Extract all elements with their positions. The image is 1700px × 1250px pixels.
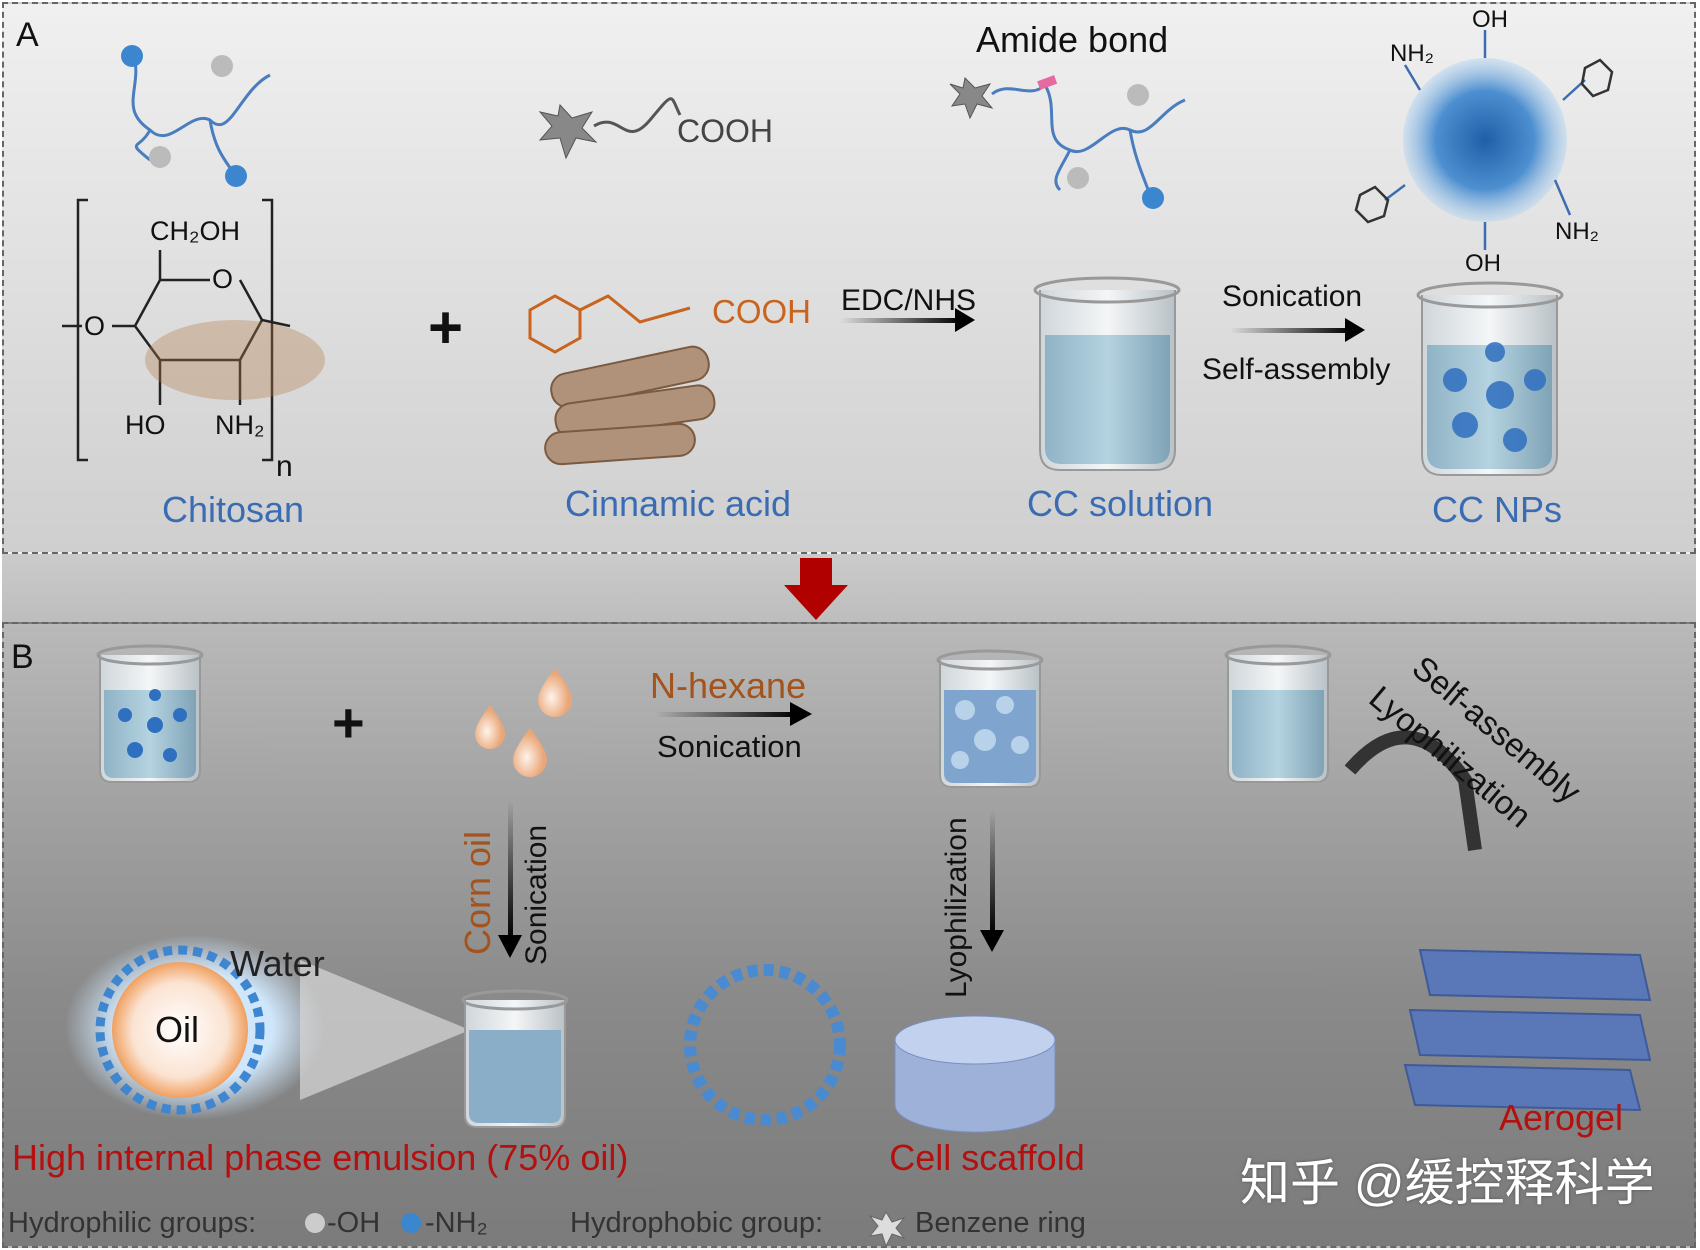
cooh-label: COOH: [677, 113, 773, 149]
legend-nh2-sphere-icon: [401, 1213, 421, 1233]
arrow-lyophilization-icon: [990, 810, 995, 935]
scaffold-pore-ring-icon: [684, 964, 846, 1126]
self-assembly-label: Self-assembly: [1202, 353, 1391, 386]
sonication-label: Sonication: [1222, 280, 1363, 313]
ring-o-label: O: [212, 264, 234, 294]
amide-bond-label: Amide bond: [976, 19, 1169, 60]
legend-hydrophilic-label: Hydrophilic groups:: [8, 1207, 257, 1239]
sonication-horizontal-label: Sonication: [657, 729, 802, 764]
cell-scaffold-label: Cell scaffold: [889, 1137, 1085, 1178]
panel-a-letter: A: [16, 16, 39, 54]
arrow-sonication-head-icon: [1345, 318, 1365, 342]
beaker-hexane-icon: [936, 649, 1044, 788]
cinnamic-acid-structure-icon: [528, 294, 716, 466]
oil-label: Oil: [155, 1009, 199, 1050]
chitosan-chain-icon: [121, 45, 271, 187]
cooh-orange-label: COOH: [712, 293, 811, 330]
panel-a: [2, 2, 1696, 554]
n-hexane-label: N-hexane: [650, 665, 807, 706]
oh-top-label: OH: [1472, 6, 1508, 33]
cc-solution-label: CC solution: [1026, 483, 1214, 524]
nh2-label: NH₂: [215, 410, 265, 440]
lyophilization-vertical-label: Lyophilization: [940, 817, 973, 998]
cell-scaffold-icon: [894, 1015, 1056, 1133]
nh2-right-label: NH₂: [1555, 218, 1599, 245]
legend-nh2-label: -NH₂: [425, 1207, 488, 1239]
arrow-sonication-icon: [1230, 328, 1350, 333]
chitosan-label: Chitosan: [161, 489, 305, 530]
arrow-edc-nhs-head-icon: [955, 308, 975, 332]
panel-gap: [2, 554, 1696, 622]
sonication-vertical-label: Sonication: [520, 824, 553, 965]
plus-sign-a: +: [428, 294, 464, 361]
nanoparticle-icon: [1354, 30, 1614, 250]
watermark: 知乎 @缓控释科学: [1240, 1155, 1655, 1211]
legend-benzene-label: Benzene ring: [915, 1207, 1086, 1239]
oil-droplets-icon: [475, 668, 572, 777]
chitosan-structure-icon: [62, 198, 325, 462]
ch2oh-label: CH₂OH: [150, 216, 240, 246]
emulsion-droplet-icon: [65, 935, 470, 1120]
repeat-n-label: n: [276, 450, 293, 483]
water-label: Water: [230, 943, 325, 984]
cc-nps-label: CC NPs: [1431, 489, 1563, 530]
legend-oh-label: -OH: [327, 1207, 381, 1239]
corn-oil-label: Corn oil: [457, 830, 498, 955]
arrow-n-hexane-icon: [655, 712, 795, 717]
beaker-cc-solution-small-icon: [1224, 644, 1332, 783]
beaker-cc-nps-small-icon: [96, 644, 204, 783]
beaker-cc-solution-icon: [1033, 276, 1181, 471]
legend-oh-sphere-icon: [305, 1213, 325, 1233]
arrow-n-hexane-head-icon: [790, 702, 812, 726]
plus-sign-b: +: [332, 691, 365, 754]
aerogel-icon: [1403, 948, 1652, 1112]
beaker-cc-nps-icon: [1416, 281, 1564, 476]
nh2-top-label: NH₂: [1390, 40, 1434, 67]
curved-arrow-icon: [1344, 730, 1482, 851]
panel-b-letter: B: [11, 638, 34, 676]
legend-benzene-star-icon: [868, 1210, 906, 1248]
beaker-emulsion-icon: [461, 989, 569, 1128]
chain-o-label: O: [84, 311, 106, 341]
arrow-edc-nhs-icon: [840, 318, 960, 323]
legend-hydrophobic-label: Hydrophobic group:: [570, 1207, 824, 1239]
oh-bottom-label: OH: [1465, 250, 1501, 277]
ho-label: HO: [125, 410, 166, 440]
benzene-star-icon: [538, 97, 682, 160]
down-arrow-icon: [784, 558, 848, 620]
arrow-corn-oil-icon: [508, 800, 513, 940]
edc-nhs-label: EDC/NHS: [841, 284, 977, 317]
cinnamic-acid-label: Cinnamic acid: [564, 483, 792, 524]
arrow-corn-oil-head-icon: [498, 935, 522, 958]
arrow-lyophilization-head-icon: [980, 930, 1004, 952]
cc-conjugate-icon: [949, 75, 1186, 209]
hipe-label: High internal phase emulsion (75% oil): [12, 1137, 629, 1178]
aerogel-label: Aerogel: [1498, 1097, 1624, 1138]
